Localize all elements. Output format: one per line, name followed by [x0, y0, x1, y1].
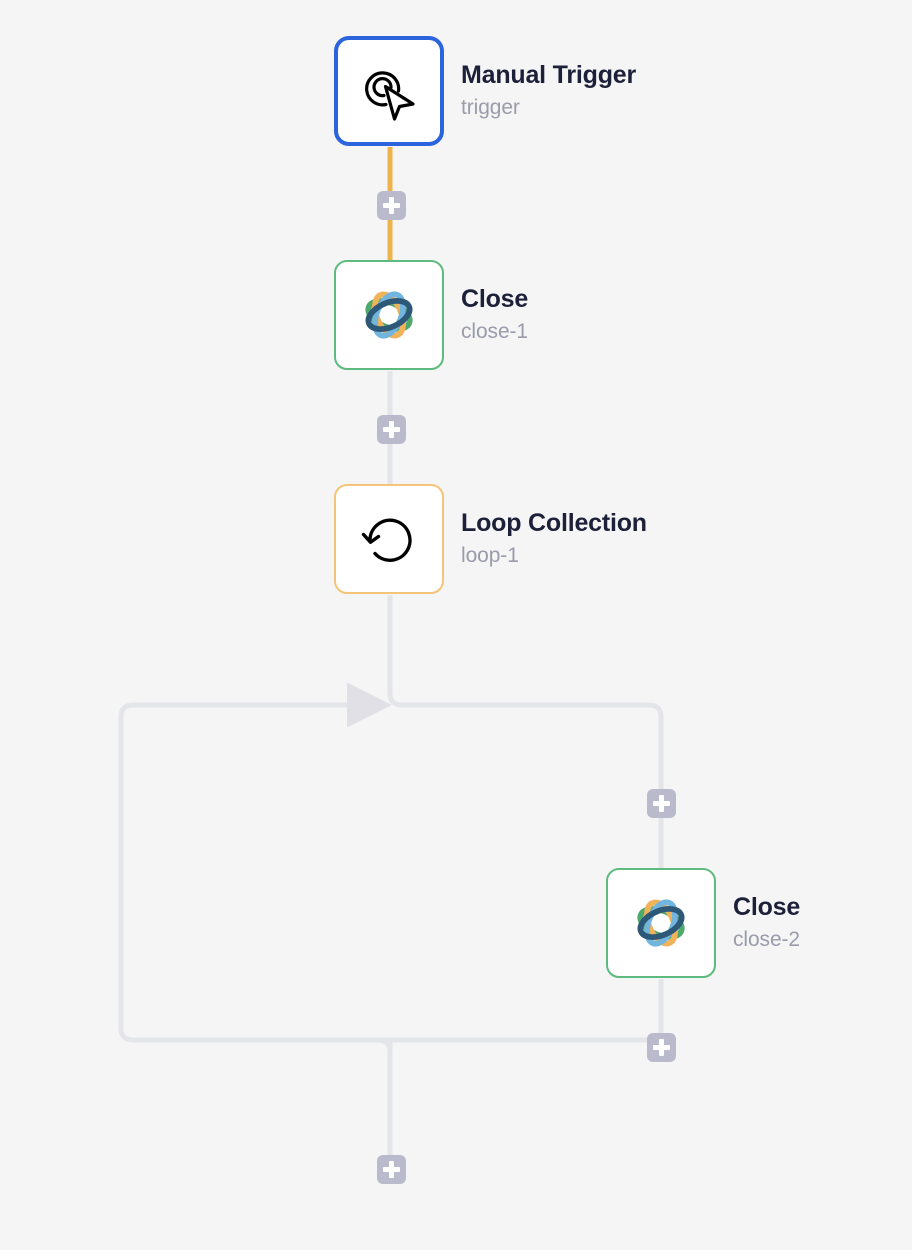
add-node-button-after-trigger[interactable]: [377, 191, 406, 220]
cursor-click-icon: [365, 71, 415, 121]
add-node-button-after-close-1[interactable]: [377, 415, 406, 444]
close-logo-icon: [637, 899, 685, 947]
edge-loop1-branch-right: [387, 595, 664, 868]
node-icon-container[interactable]: [334, 260, 444, 370]
node-title: Close: [733, 893, 801, 922]
node-label-group: Manual Trigger trigger: [461, 61, 636, 120]
node-title: Close: [461, 285, 529, 314]
node-icon-container[interactable]: [334, 484, 444, 594]
node-subtitle: close-1: [461, 319, 528, 343]
node-icon-container[interactable]: [334, 36, 444, 146]
node-loop-collection[interactable]: Loop Collection loop-1: [334, 484, 647, 594]
node-close-2[interactable]: Close close-2: [606, 868, 800, 978]
node-icon-container[interactable]: [606, 868, 716, 978]
edge-loopback-rail: [118, 682, 661, 1043]
plus-icon-vertical: [659, 1039, 664, 1056]
close-logo-icon: [365, 291, 413, 339]
node-label-group: Loop Collection loop-1: [461, 509, 647, 568]
node-title: Manual Trigger: [461, 61, 637, 90]
node-label-group: Close close-1: [461, 285, 528, 344]
node-subtitle: trigger: [461, 95, 520, 119]
plus-icon-vertical: [389, 197, 394, 214]
edge-bottom-rail-corner: [377, 1037, 393, 1053]
node-title: Loop Collection: [461, 509, 647, 538]
node-manual-trigger[interactable]: Manual Trigger trigger: [334, 36, 636, 146]
plus-icon-vertical: [659, 795, 664, 812]
add-node-button-after-close-2[interactable]: [647, 1033, 676, 1062]
node-label-group: Close close-2: [733, 893, 800, 952]
plus-icon-vertical: [389, 1161, 394, 1178]
add-node-button-loop-branch[interactable]: [647, 789, 676, 818]
plus-icon-vertical: [389, 421, 394, 438]
node-subtitle: loop-1: [461, 543, 519, 567]
node-subtitle: close-2: [733, 927, 800, 951]
node-close-1[interactable]: Close close-1: [334, 260, 528, 370]
loop-refresh-icon: [361, 518, 412, 562]
add-node-button-after-loop[interactable]: [377, 1155, 406, 1184]
